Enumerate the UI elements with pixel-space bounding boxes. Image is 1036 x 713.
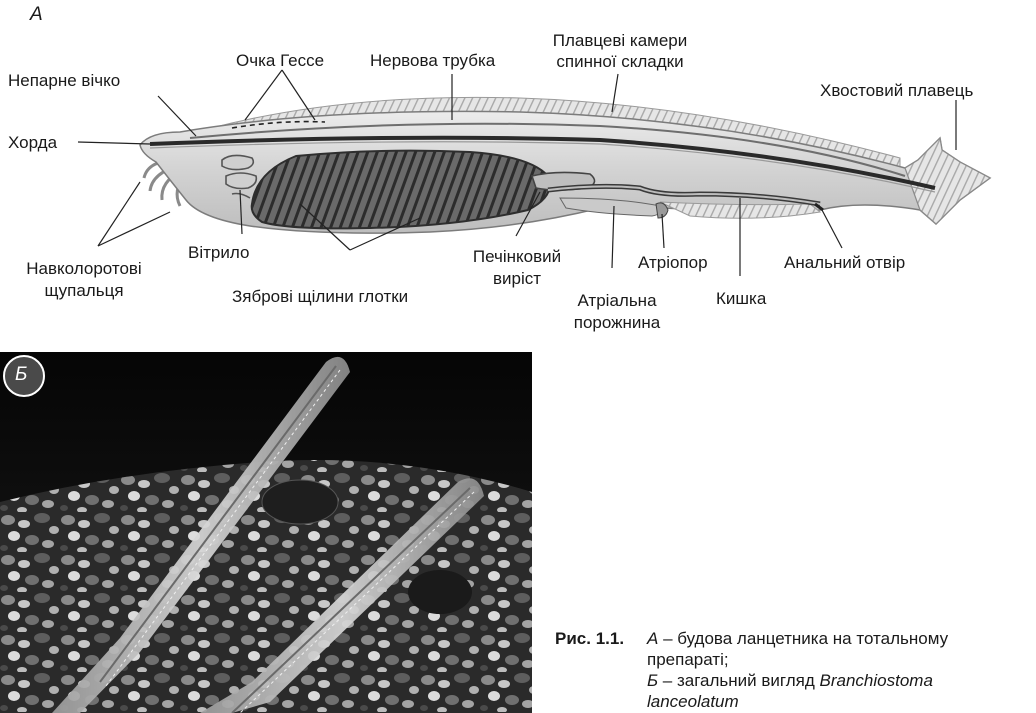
label-atrial-1: Атріальна bbox=[552, 290, 682, 311]
label-velum: Вітрило bbox=[188, 242, 249, 263]
caption-letter-b: Б bbox=[647, 671, 658, 690]
panel-b-letter: Б bbox=[15, 364, 27, 385]
lancelet-photo bbox=[0, 352, 532, 713]
caption-species-epithet: lanceolatum bbox=[647, 691, 739, 712]
label-atrial-2: порожнина bbox=[552, 312, 682, 333]
label-notochord: Хорда bbox=[8, 132, 57, 153]
label-hepatic-1: Печінковий bbox=[452, 246, 582, 267]
label-anus: Анальний отвір bbox=[784, 252, 905, 273]
caption-species-genus: Branchiostoma bbox=[820, 671, 933, 690]
label-gill-slits: Зяброві щілини глотки bbox=[232, 286, 408, 307]
label-intestine: Кишка bbox=[716, 288, 766, 309]
label-hesse-eyes: Очка Гессе bbox=[236, 50, 324, 71]
label-tail-fin: Хвостовий плавець bbox=[820, 80, 973, 101]
label-nerve-tube: Нервова трубка bbox=[370, 50, 495, 71]
caption-line-3: – загальний вигляд bbox=[658, 671, 819, 690]
caption-letter-a: А bbox=[647, 629, 658, 648]
caption-number: Рис. 1.1. bbox=[555, 628, 624, 649]
label-atriopore: Атріопор bbox=[638, 252, 708, 273]
label-unpaired-eye: Непарне вічко bbox=[8, 70, 120, 91]
caption-line-2: препараті; bbox=[647, 649, 729, 670]
label-tentacles-2: щупальця bbox=[4, 280, 164, 301]
caption-line-1: – будова ланцетника на тотальному bbox=[658, 629, 948, 648]
label-hepatic-2: виріст bbox=[452, 268, 582, 289]
label-fin-chambers-2: спинної складки bbox=[540, 51, 700, 72]
tail-fin bbox=[905, 138, 990, 224]
label-fin-chambers-1: Плавцеві камери bbox=[540, 30, 700, 51]
label-tentacles-1: Навколоротові bbox=[4, 258, 164, 279]
